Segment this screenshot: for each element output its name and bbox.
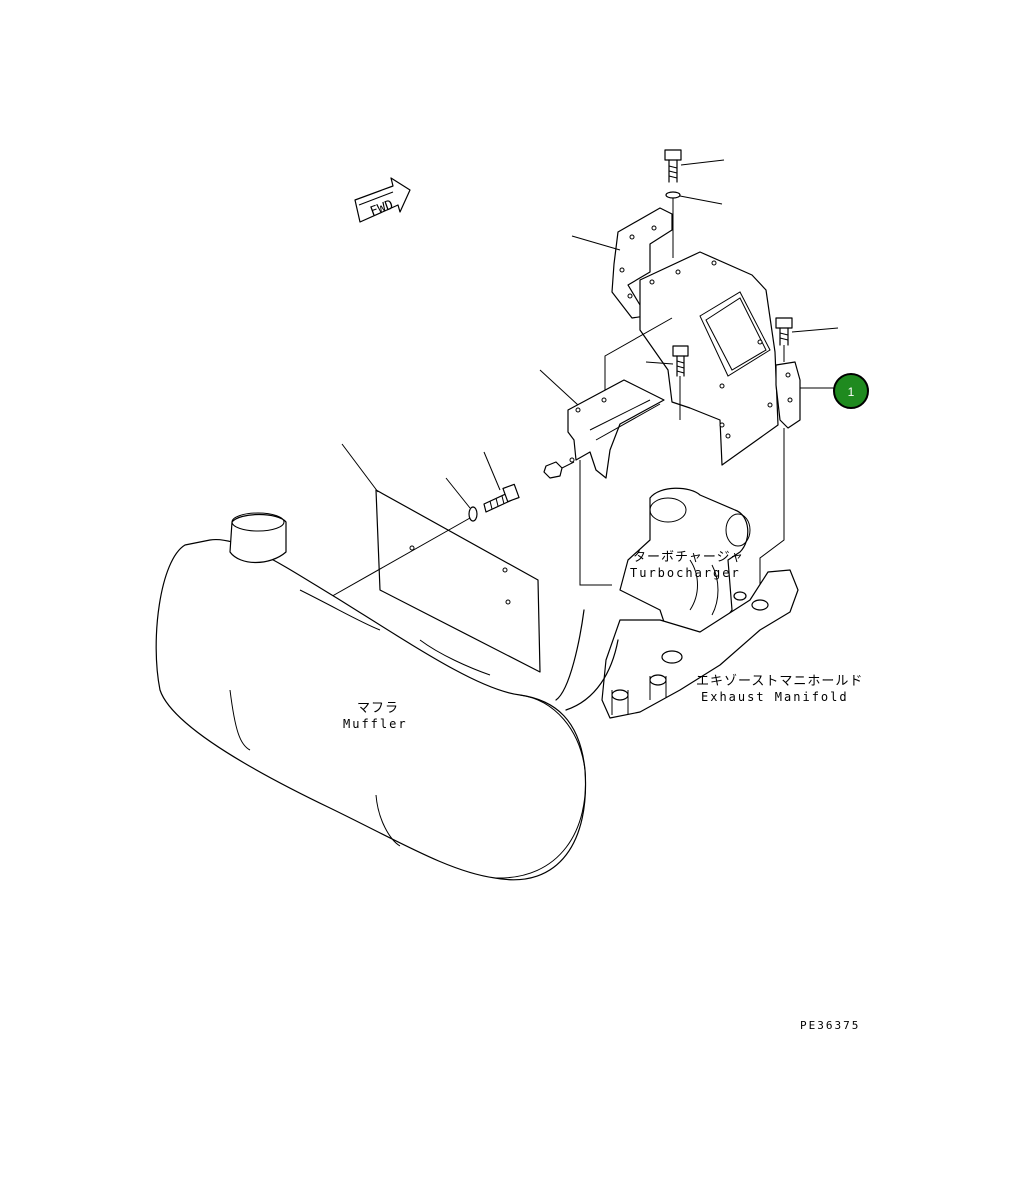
- turbocharger-label-en: Turbocharger: [630, 566, 741, 580]
- muffler-plate: [315, 443, 541, 673]
- top-bolt: [664, 149, 725, 258]
- center-bolt: [604, 317, 689, 420]
- turbocharger: [619, 487, 751, 651]
- heat-shield-plate: [639, 251, 779, 466]
- exhaust-manifold-label-en: Exhaust Manifold: [701, 690, 849, 704]
- turbocharger-label-jp: ターボチャージャ: [633, 550, 744, 565]
- muffler-label-en: Muffler: [343, 717, 408, 731]
- muffler-bolt: [445, 451, 520, 522]
- right-side-bracket: [759, 361, 834, 600]
- nut: [543, 461, 575, 479]
- drawing-code: PE36375: [800, 1019, 861, 1032]
- exhaust-pipe: [555, 609, 619, 711]
- fwd-arrow-icon: FWD: [354, 177, 411, 223]
- upper-bracket: [571, 207, 673, 319]
- exhaust-manifold-label-jp: エキゾーストマニホールド: [696, 674, 864, 689]
- exhaust-manifold: [601, 569, 799, 719]
- muffler-label-jp: マフラ: [357, 701, 400, 716]
- lower-bracket: [539, 369, 665, 586]
- callout-1-button[interactable]: 1: [833, 373, 869, 409]
- callout-number: 1: [847, 385, 855, 399]
- right-bolt: [775, 317, 839, 362]
- muffler: [155, 512, 587, 881]
